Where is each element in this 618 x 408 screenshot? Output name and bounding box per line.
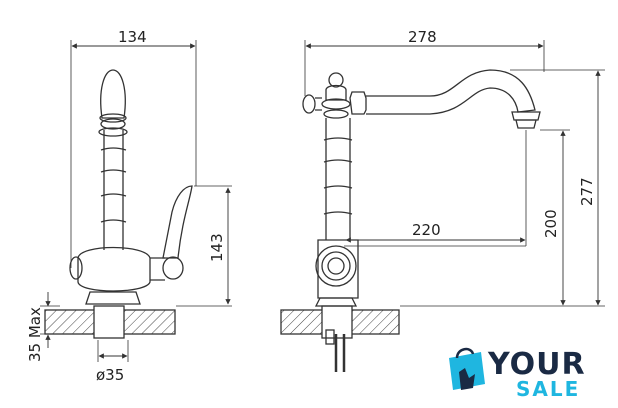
dim-label-278: 278 xyxy=(408,28,437,46)
front-spout-top xyxy=(100,69,126,119)
side-dimension-lines xyxy=(305,43,601,306)
brand-logo: YOUR SALE xyxy=(449,347,586,401)
dim-label-220: 220 xyxy=(412,221,441,239)
front-view xyxy=(40,40,232,362)
front-body xyxy=(103,130,124,250)
front-lever-handle xyxy=(162,185,193,259)
dim-label-diameter: ø35 xyxy=(96,366,124,384)
dim-label-277: 277 xyxy=(578,177,596,206)
dim-label-200: 200 xyxy=(542,209,560,238)
side-spout xyxy=(349,91,367,115)
dim-label-143: 143 xyxy=(208,233,226,262)
side-view xyxy=(280,40,605,372)
side-supply-hose xyxy=(334,334,346,372)
dim-label-35-max: 35 Max xyxy=(26,307,44,362)
brand-line-your: YOUR xyxy=(487,347,586,382)
side-body xyxy=(325,118,351,240)
front-dimension-lines xyxy=(45,43,231,359)
brand-line-sale: SALE xyxy=(516,377,580,401)
dim-label-134: 134 xyxy=(118,28,147,46)
shopping-bag-hand-icon xyxy=(449,347,485,390)
